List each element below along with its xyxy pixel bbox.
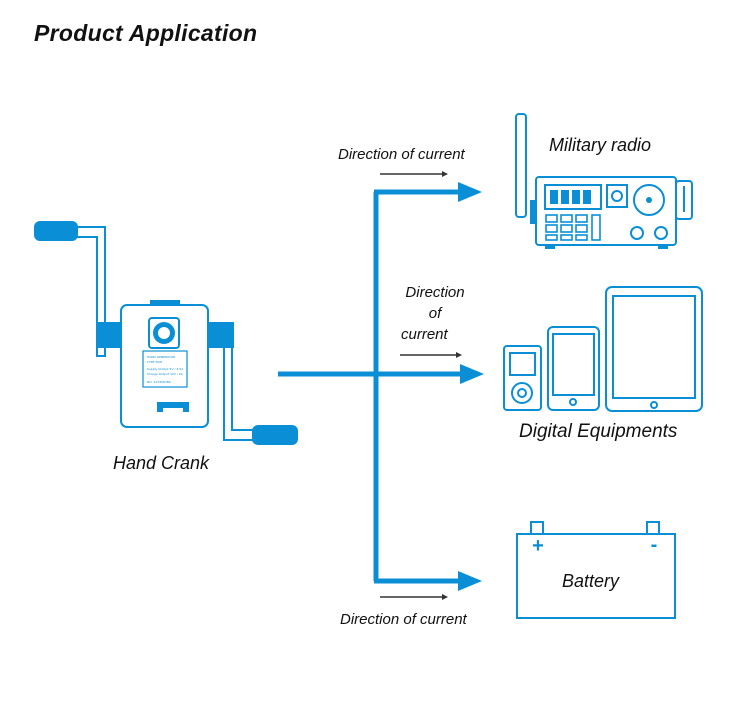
direction-indicators <box>380 171 462 600</box>
military-radio-icon <box>515 113 693 249</box>
arrowhead-digital <box>460 364 484 384</box>
radio-antenna-mount <box>530 200 536 224</box>
battery-icon <box>516 521 676 619</box>
battery-terminal-negative <box>646 521 660 535</box>
battery-minus-sign: - <box>651 534 658 556</box>
radio-knob-right <box>654 226 668 240</box>
radio-keypad <box>545 214 588 241</box>
generator-top-tab <box>150 300 180 307</box>
arrowhead-radio <box>458 182 482 202</box>
direction-label-bottom: Direction of current <box>340 611 467 628</box>
radio-small-knob-box <box>606 184 628 208</box>
spec-plate-text: HAND GENERATOR TYPE 50W Supply Output 5V… <box>146 355 184 384</box>
right-clamp <box>207 322 234 348</box>
direction-label-line: of <box>428 305 442 322</box>
direction-label-middle: Direction of current <box>395 282 475 345</box>
page-title: Product Application <box>34 20 258 46</box>
spec-plate <box>142 350 188 388</box>
digital-equipments-icons <box>503 286 703 412</box>
spec-line: Charge Output 12V / 2A <box>147 372 184 376</box>
left-clamp <box>97 322 121 348</box>
flow-arrowheads <box>458 182 484 591</box>
digital-equipments-label: Digital Equipments <box>519 421 678 442</box>
battery-terminal-positive <box>530 521 544 535</box>
spec-line: NO. 123456789 <box>147 380 171 384</box>
radio-antenna <box>515 113 527 218</box>
hand-crank-label: Hand Crank <box>113 453 210 473</box>
battery-plus-sign: + <box>532 535 544 557</box>
right-crank-handle <box>252 425 298 445</box>
spec-line: TYPE 50W <box>146 360 162 364</box>
current-flow <box>278 189 466 584</box>
spec-line: HAND GENERATOR <box>147 355 175 359</box>
direction-label-top: Direction of current <box>338 146 465 163</box>
direction-label-line: Direction <box>405 284 465 301</box>
radio-display <box>544 184 602 210</box>
battery-body <box>516 533 676 619</box>
military-radio-label: Military radio <box>549 135 652 155</box>
arrowhead-battery <box>458 571 482 591</box>
left-crank-handle <box>34 221 78 241</box>
radio-large-dial <box>633 184 665 216</box>
battery-label: Battery <box>562 571 620 591</box>
direction-label-line: current <box>401 326 448 343</box>
radio-knob-left <box>630 226 644 240</box>
hand-crank-generator <box>34 221 298 445</box>
bottom-slot <box>157 402 189 412</box>
spec-line: Supply Output 5V / 3.5A <box>147 367 184 371</box>
